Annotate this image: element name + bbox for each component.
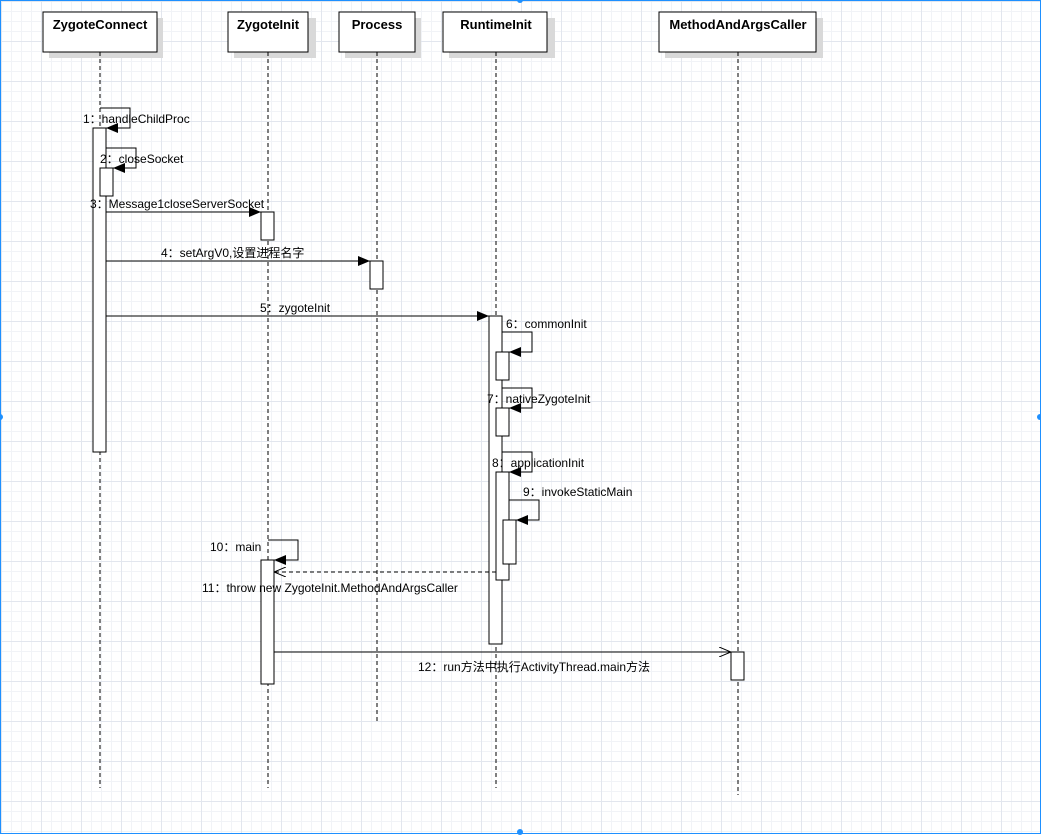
message-label: 2：closeSocket [100, 152, 184, 166]
activation-invokestaticmain[interactable] [502, 519, 517, 565]
activation-commoninit[interactable] [495, 351, 510, 381]
activation-process-setargv0[interactable] [369, 260, 384, 290]
lifeline-methodandargscaller[interactable]: MethodAndArgsCaller [658, 11, 823, 795]
message-4[interactable]: 4：setArgV0,设置进程名字 [106, 245, 370, 266]
message-3[interactable]: 3：Message1closeServerSocket [90, 197, 265, 217]
lifeline-runtimeinit[interactable]: RuntimeInit [442, 11, 555, 788]
activation-bars [92, 127, 745, 685]
message-label: 3：Message1closeServerSocket [90, 197, 265, 211]
lifeline-label: Process [352, 17, 403, 32]
lifeline-label: ZygoteConnect [53, 17, 148, 32]
message-label: 8：applicationInit [492, 456, 585, 470]
resize-handle-right[interactable] [1037, 414, 1041, 420]
message-label: 7：nativeZygoteInit [487, 392, 591, 406]
lifeline-label: ZygoteInit [237, 17, 300, 32]
message-label: 4：setArgV0,设置进程名字 [161, 245, 304, 260]
activation-nativezygoteinit[interactable] [495, 407, 510, 437]
message-7[interactable]: 7：nativeZygoteInit [487, 387, 591, 413]
message-10[interactable]: 10：main [210, 539, 299, 565]
message-label: 5：zygoteInit [260, 301, 331, 315]
message-12[interactable]: 12：run方法中执行ActivityThread.main方法 [274, 652, 731, 674]
message-5[interactable]: 5：zygoteInit [106, 301, 489, 321]
message-11[interactable]: 11：throw new ZygoteInit.MethodAndArgsCal… [202, 572, 496, 595]
resize-handle-top[interactable] [517, 0, 523, 3]
message-label: 10：main [210, 540, 261, 554]
lifeline-label: RuntimeInit [460, 17, 532, 32]
resize-handle-left[interactable] [0, 414, 3, 420]
activation-closesocket[interactable] [99, 167, 114, 197]
message-label: 11：throw new ZygoteInit.MethodAndArgsCal… [202, 581, 458, 595]
activation-zygoteinit-main[interactable] [260, 559, 275, 685]
message-9[interactable]: 9：invokeStaticMain [509, 485, 632, 525]
activation-zygoteinit-closeserversocket[interactable] [260, 211, 275, 241]
activation-methodandargscaller-run[interactable] [730, 651, 745, 681]
activation-zygoteconnect-main[interactable] [92, 127, 107, 453]
lifeline-zygoteinit[interactable]: ZygoteInit [227, 11, 316, 788]
message-label: 6：commonInit [506, 317, 587, 331]
lifeline-process[interactable]: Process [338, 11, 421, 722]
message-8[interactable]: 8：applicationInit [492, 451, 585, 477]
message-1[interactable]: 1：handleChildProc [83, 107, 190, 133]
lifeline-label: MethodAndArgsCaller [669, 17, 806, 32]
resize-handle-bottom[interactable] [517, 829, 523, 835]
message-label: 9：invokeStaticMain [523, 485, 632, 499]
message-label: 12：run方法中执行ActivityThread.main方法 [418, 659, 650, 674]
message-6[interactable]: 6：commonInit [502, 317, 587, 357]
message-label: 1：handleChildProc [83, 112, 190, 126]
message-2[interactable]: 2：closeSocket [100, 147, 184, 173]
